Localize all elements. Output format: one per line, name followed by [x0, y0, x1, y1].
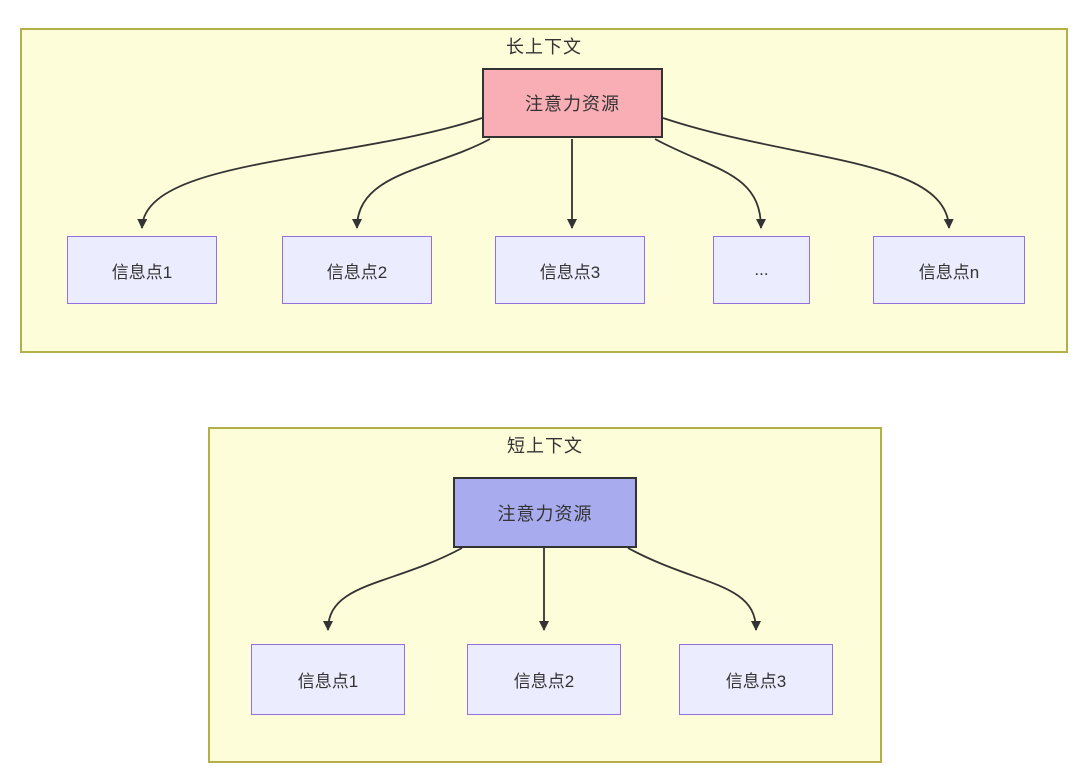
long-attention-box: 注意力资源	[482, 68, 663, 138]
short-info-node-3: 信息点3	[679, 644, 833, 715]
long-info-node-n: 信息点n	[873, 236, 1025, 304]
long-info-node-2: 信息点2	[282, 236, 432, 304]
long-info-node-1: 信息点1	[67, 236, 217, 304]
short-context-title: 短上下文	[507, 436, 583, 456]
long-context-title: 长上下文	[506, 37, 582, 57]
short-info-node-1: 信息点1	[251, 644, 405, 715]
short-attention-box: 注意力资源	[453, 477, 637, 548]
long-info-node-3: 信息点3	[495, 236, 645, 304]
long-info-node-ellipsis: ...	[713, 236, 810, 304]
short-info-node-2: 信息点2	[467, 644, 621, 715]
